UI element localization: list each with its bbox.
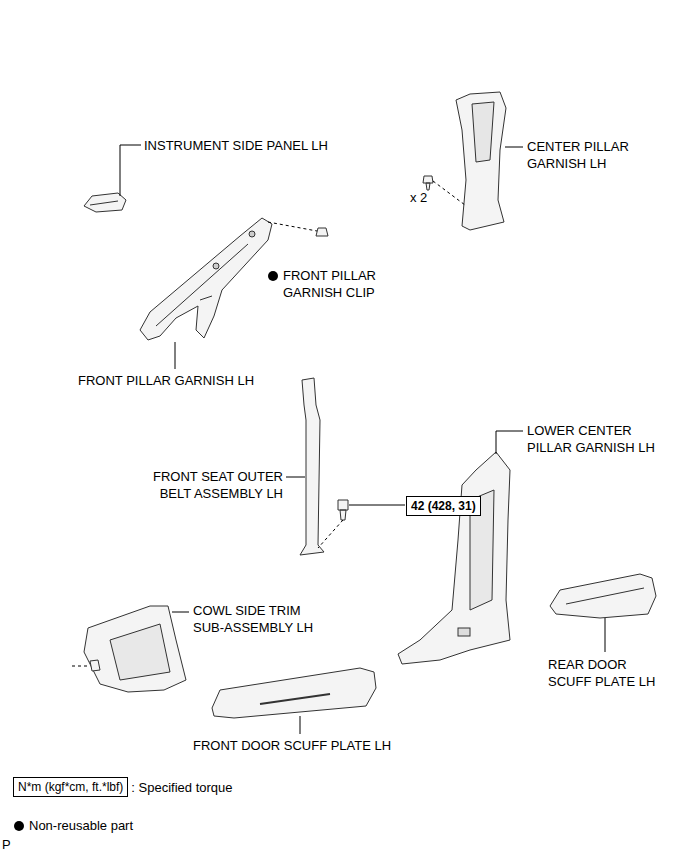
nut [90, 660, 100, 671]
figure-code: P [2, 836, 15, 853]
part-label: COWL SIDE TRIM SUB-ASSEMBLY LH [193, 602, 318, 636]
center-pillar-garnish [456, 92, 506, 230]
legend-text: Non-reusable part [29, 818, 133, 833]
torque-unit-box: N*m (kgf*cm, ft.*lbf) [13, 777, 128, 797]
part-label: LOWER CENTER PILLAR GARNISH LH [527, 422, 659, 456]
torque-box: 42 (428, 31) [406, 496, 481, 516]
non-reusable-dot [14, 821, 24, 831]
part-label: REAR DOOR SCUFF PLATE LH [548, 656, 660, 690]
box-text: 42 (428, 31) [411, 499, 476, 513]
bolt [338, 500, 348, 520]
part-label: FRONT SEAT OUTER BELT ASSEMBLY LH [148, 468, 283, 502]
part-label: CENTER PILLAR GARNISH LH [527, 138, 633, 172]
legend-entry: : Specified torque [131, 779, 232, 796]
cowl-side-trim [84, 606, 186, 692]
seat-belt [300, 378, 324, 555]
parts [84, 92, 656, 718]
leader-lines [120, 145, 605, 734]
legend-text: : Specified torque [131, 780, 232, 795]
front-door-scuff-plate [212, 668, 376, 718]
clip [316, 228, 328, 236]
front-pillar-garnish [140, 218, 272, 340]
box-text: N*m (kgf*cm, ft.*lbf) [18, 780, 123, 794]
part-label: FRONT PILLAR GARNISH LH [78, 372, 259, 389]
non-reusable-dot [268, 271, 278, 281]
rear-door-scuff-plate [550, 574, 656, 618]
dashed-lines [72, 181, 465, 666]
legend-entry: Non-reusable part [29, 817, 133, 834]
part-label: FRONT PILLAR GARNISH CLIP [283, 267, 380, 301]
lower-center-pillar-garnish [398, 452, 510, 664]
screw [423, 176, 433, 190]
quantity-label: x 2 [410, 189, 432, 206]
part-label: INSTRUMENT SIDE PANEL LH [144, 137, 332, 154]
part-label: FRONT DOOR SCUFF PLATE LH [193, 737, 396, 754]
